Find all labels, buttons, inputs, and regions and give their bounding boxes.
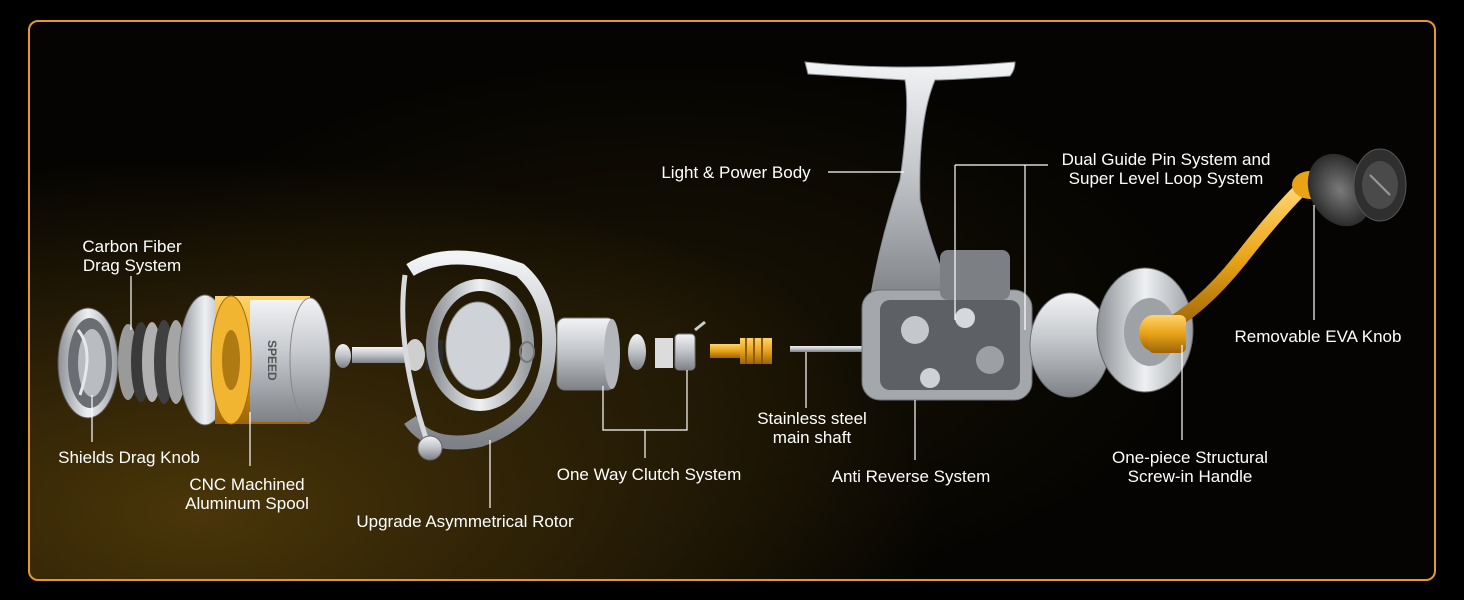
label-guide-pin-line1: Dual Guide Pin System and bbox=[1061, 150, 1271, 169]
aluminum-spool-part: SPEED bbox=[178, 294, 331, 426]
label-main-shaft-line2: main shaft bbox=[772, 428, 852, 447]
label-body: Light & Power Body bbox=[661, 163, 811, 182]
label-clutch: One Way Clutch System bbox=[556, 465, 742, 484]
pinion-gear-part bbox=[710, 338, 772, 364]
label-guide-pin-line2: Super Level Loop System bbox=[1068, 169, 1264, 188]
label-main-shaft-line1: Stainless steel bbox=[757, 409, 867, 428]
label-main-shaft: Stainless steel main shaft bbox=[744, 409, 880, 447]
label-cnc-spool-line1: CNC Machined bbox=[189, 475, 305, 494]
label-handle-line2: Screw-in Handle bbox=[1127, 467, 1253, 486]
label-shields-drag-knob: Shields Drag Knob bbox=[58, 448, 200, 467]
spool-brand-text: SPEED bbox=[265, 340, 279, 381]
handle-part bbox=[1148, 148, 1407, 353]
reel-body-part bbox=[804, 61, 1033, 401]
label-carbon-fiber: Carbon Fiber Drag System bbox=[66, 237, 198, 275]
clutch-parts bbox=[556, 317, 706, 391]
label-carbon-fiber-line1: Carbon Fiber bbox=[82, 237, 182, 256]
label-handle-line1: One-piece Structural bbox=[1112, 448, 1268, 467]
label-rotor: Upgrade Asymmetrical Rotor bbox=[356, 512, 574, 531]
label-eva-knob: Removable EVA Knob bbox=[1234, 327, 1402, 346]
label-guide-pin: Dual Guide Pin System and Super Level Lo… bbox=[1050, 150, 1282, 188]
label-cnc-spool: CNC Machined Aluminum Spool bbox=[168, 475, 326, 513]
label-carbon-fiber-line2: Drag System bbox=[82, 256, 182, 275]
drag-knob-part bbox=[57, 307, 119, 419]
leader-lines bbox=[91, 164, 1315, 508]
label-cnc-spool-line2: Aluminum Spool bbox=[185, 494, 309, 513]
label-anti-reverse: Anti Reverse System bbox=[831, 467, 991, 486]
rotor-part bbox=[400, 250, 557, 461]
carbon-drag-washers-part bbox=[118, 320, 186, 404]
label-handle: One-piece Structural Screw-in Handle bbox=[1094, 448, 1286, 486]
